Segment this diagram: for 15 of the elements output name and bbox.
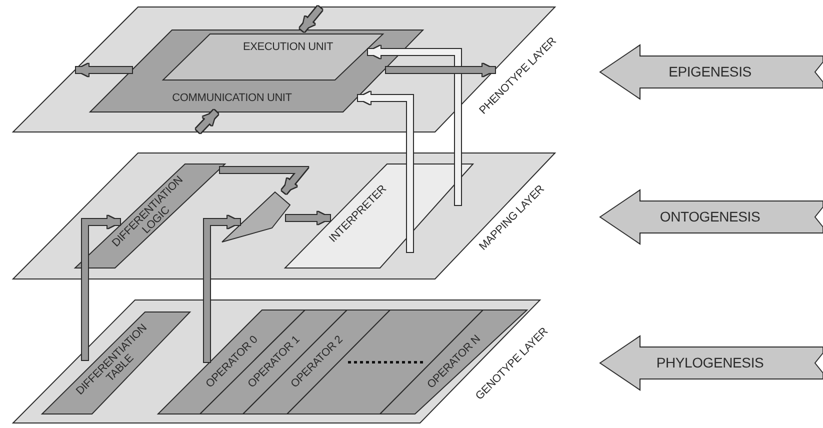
arrow bbox=[76, 64, 132, 76]
arrow bbox=[368, 46, 461, 205]
arrow bbox=[196, 110, 218, 134]
arrow bbox=[204, 216, 240, 362]
arrow bbox=[82, 216, 120, 360]
unit-label: COMMUNICATION UNIT bbox=[172, 92, 292, 104]
arrow bbox=[220, 167, 308, 194]
arrow bbox=[286, 212, 330, 224]
process-label: EPIGENESIS bbox=[668, 64, 752, 80]
arrow bbox=[358, 92, 413, 252]
arrow bbox=[300, 6, 322, 32]
arrow bbox=[386, 64, 495, 76]
process-label: ONTOGENESIS bbox=[660, 209, 760, 225]
process-label: PHYLOGENESIS bbox=[656, 355, 764, 371]
unit-label: EXECUTION UNIT bbox=[242, 40, 334, 54]
